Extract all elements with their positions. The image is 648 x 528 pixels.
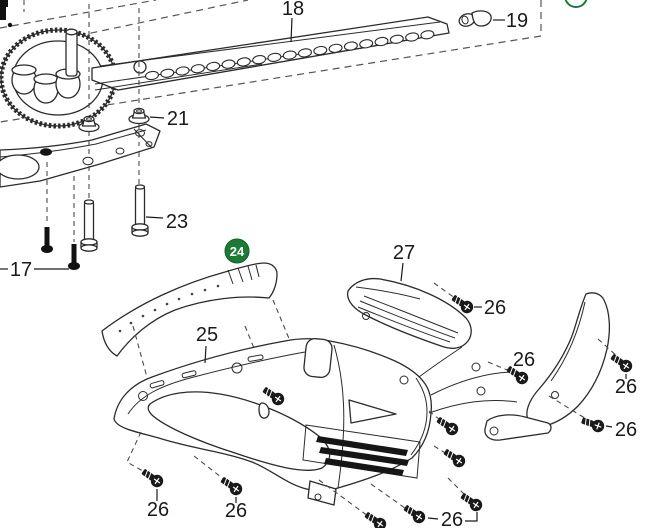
partial-bolt-top-left: [0, 0, 25, 28]
alignment-dashed-lines: [46, 4, 140, 242]
callout-27: 27: [393, 242, 415, 264]
gear-assembly: [0, 27, 118, 129]
grip-opening: [147, 391, 331, 471]
cutter-blade-bar: [91, 16, 450, 91]
handle-grip-strip: [101, 262, 278, 357]
callout-23: 23: [166, 211, 188, 233]
callout-labels: 18 19 21 23 17 27 25 26 26 26 26 26 26 2…: [10, 0, 637, 528]
partial-green-badge[interactable]: [564, 0, 588, 8]
trigger-vent-triangle: [348, 399, 397, 424]
handle-bracket: [484, 414, 552, 441]
callout-26-4: 26: [615, 419, 637, 441]
rear-neck: [418, 346, 518, 414]
top-cover-27: [346, 277, 472, 349]
blade-support-plate: [0, 123, 161, 188]
callout-26-1: 26: [484, 297, 506, 319]
callout-26-6: 26: [225, 500, 247, 522]
callout-25: 25: [196, 324, 218, 346]
pivot-boss: [303, 337, 333, 379]
blade-clip-19: [458, 10, 492, 27]
callout-26-3: 26: [615, 376, 637, 398]
grip-texture-dots: [118, 284, 220, 333]
callout-26-7: 26: [441, 509, 463, 528]
grip-hatch-lines: [227, 264, 260, 285]
gear-shaft-pin: [65, 31, 78, 77]
badge-24[interactable]: 24: [224, 238, 250, 264]
label-leader-lines: [0, 17, 627, 522]
callout-26-5: 26: [147, 499, 169, 521]
callout-18: 18: [282, 0, 304, 20]
callout-19: 19: [506, 10, 528, 32]
badge-24-label: 24: [230, 244, 245, 259]
rear-handle: [484, 292, 611, 441]
callout-21: 21: [167, 108, 189, 130]
blade-teeth: [144, 30, 435, 81]
handle-housing-25: [113, 337, 433, 506]
callout-26-2: 26: [513, 349, 535, 371]
callout-17: 17: [10, 259, 32, 281]
